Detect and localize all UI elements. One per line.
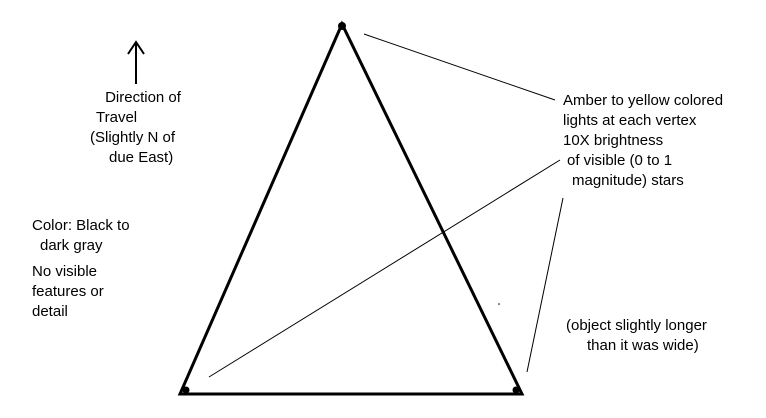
features-note-label: No visible features or detail bbox=[32, 263, 104, 320]
shape-note-label: (object slightly longer than it was wide… bbox=[566, 317, 707, 354]
leader-line-top bbox=[363, 33, 556, 101]
color-note-label: Color: Black to dark gray bbox=[32, 217, 130, 254]
leader-line-right bbox=[526, 197, 564, 373]
vertex-light-right bbox=[512, 386, 520, 394]
vertex-lights-label: Amber to yellow colored lights at each v… bbox=[563, 92, 724, 189]
stray-dot bbox=[498, 303, 500, 305]
arrow-up-icon bbox=[127, 40, 145, 84]
vertex-light-top bbox=[338, 22, 346, 30]
leader-line-left bbox=[208, 159, 561, 378]
vertex-light-left bbox=[182, 386, 190, 394]
triangle-object bbox=[177, 20, 525, 396]
direction-of-travel-label: Direction of Travel (Slightly N of due E… bbox=[90, 89, 181, 166]
